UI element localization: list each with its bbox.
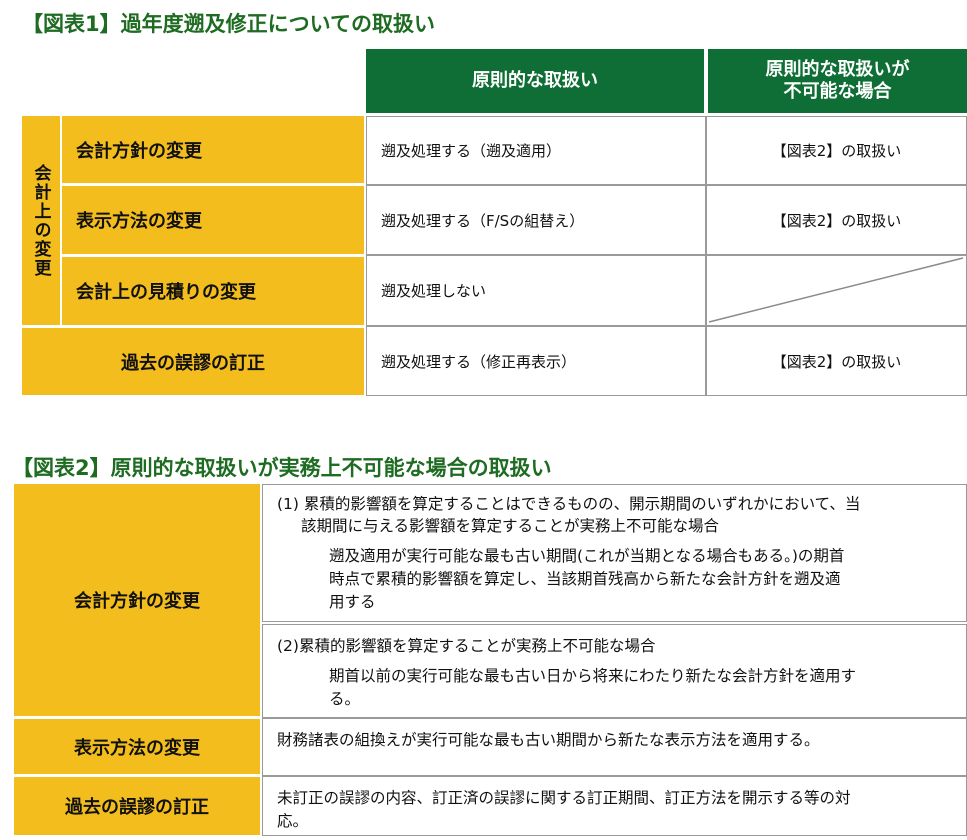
- t2-presentation-text: 財務諸表の組換えが実行可能な最も古い期間から新たな表示方法を適用する。: [277, 731, 820, 749]
- row-label-error-correction: 過去の誤謬の訂正: [22, 328, 364, 395]
- header-principle: 原則的な取扱い: [366, 49, 704, 113]
- diagonal-line-icon: [708, 257, 964, 323]
- t2-error-text-line1: 未訂正の誤謬の内容、訂正済の誤謬に関する訂正期間、訂正方法を開示する等の対: [277, 789, 851, 807]
- case2-body-line1: 期首以前の実行可能な最も古い日から将来にわたり新たな会計方針を適用す: [329, 667, 857, 685]
- case1-body-line2: 時点で累積的影響額を算定し、当該期首残高から新たな会計方針を遡及適: [329, 570, 841, 588]
- row-principle-presentation-change: 遡及処理する（F/Sの組替え）: [366, 185, 706, 255]
- row-principle-policy-change: 遡及処理する（遡及適用）: [366, 116, 706, 185]
- case1-title-line2: 該期間に与える影響額を算定することが実務上不可能な場合: [301, 517, 720, 535]
- group-label-accounting-changes: 会計上の変更: [22, 116, 60, 325]
- case1-body-line3: 用する: [329, 593, 376, 611]
- row-impracticable-error-correction: 【図表2】の取扱い: [706, 326, 967, 396]
- t2-error-text-line2: 応。: [277, 812, 309, 830]
- row-principle-estimate-change: 遡及処理しない: [366, 255, 706, 326]
- case1-title-line1: (1) 累積的影響額を算定することはできるものの、開示期間のいずれかにおいて、当: [277, 495, 861, 513]
- t2-error-text-cell: 未訂正の誤謬の内容、訂正済の誤謬に関する訂正期間、訂正方法を開示する等の対 応。: [262, 776, 967, 836]
- row-label-estimate-change: 会計上の見積りの変更: [62, 257, 364, 325]
- t2-label-policy-change: 会計方針の変更: [14, 484, 260, 716]
- header-impracticable: 原則的な取扱いが 不可能な場合: [708, 49, 967, 113]
- row-label-presentation-change: 表示方法の変更: [62, 186, 364, 254]
- t2-policy-case2: (2)累積的影響額を算定することが実務上不可能な場合 期首以前の実行可能な最も古…: [262, 624, 967, 718]
- table2-heading: 【図表2】原則的な取扱いが実務上不可能な場合の取扱い: [12, 456, 552, 480]
- row-impracticable-policy-change: 【図表2】の取扱い: [706, 116, 967, 185]
- row-impracticable-not-applicable: [706, 255, 967, 326]
- row-label-policy-change: 会計方針の変更: [62, 116, 364, 183]
- case2-body-line2: る。: [329, 690, 361, 708]
- t2-presentation-text-cell: 財務諸表の組換えが実行可能な最も古い期間から新たな表示方法を適用する。: [262, 718, 967, 776]
- case2-title: (2)累積的影響額を算定することが実務上不可能な場合: [277, 637, 656, 655]
- t2-label-error-correction: 過去の誤謬の訂正: [14, 777, 260, 835]
- case1-body-line1: 遡及適用が実行可能な最も古い期間(これが当期となる場合もある。)の期首: [329, 547, 845, 565]
- table1-heading: 【図表1】過年度遡及修正についての取扱い: [22, 12, 435, 36]
- row-principle-error-correction: 遡及処理する（修正再表示）: [366, 326, 706, 396]
- row-impracticable-presentation-change: 【図表2】の取扱い: [706, 185, 967, 255]
- t2-label-presentation-change: 表示方法の変更: [14, 719, 260, 774]
- t2-policy-case1: (1) 累積的影響額を算定することはできるものの、開示期間のいずれかにおいて、当…: [262, 484, 967, 622]
